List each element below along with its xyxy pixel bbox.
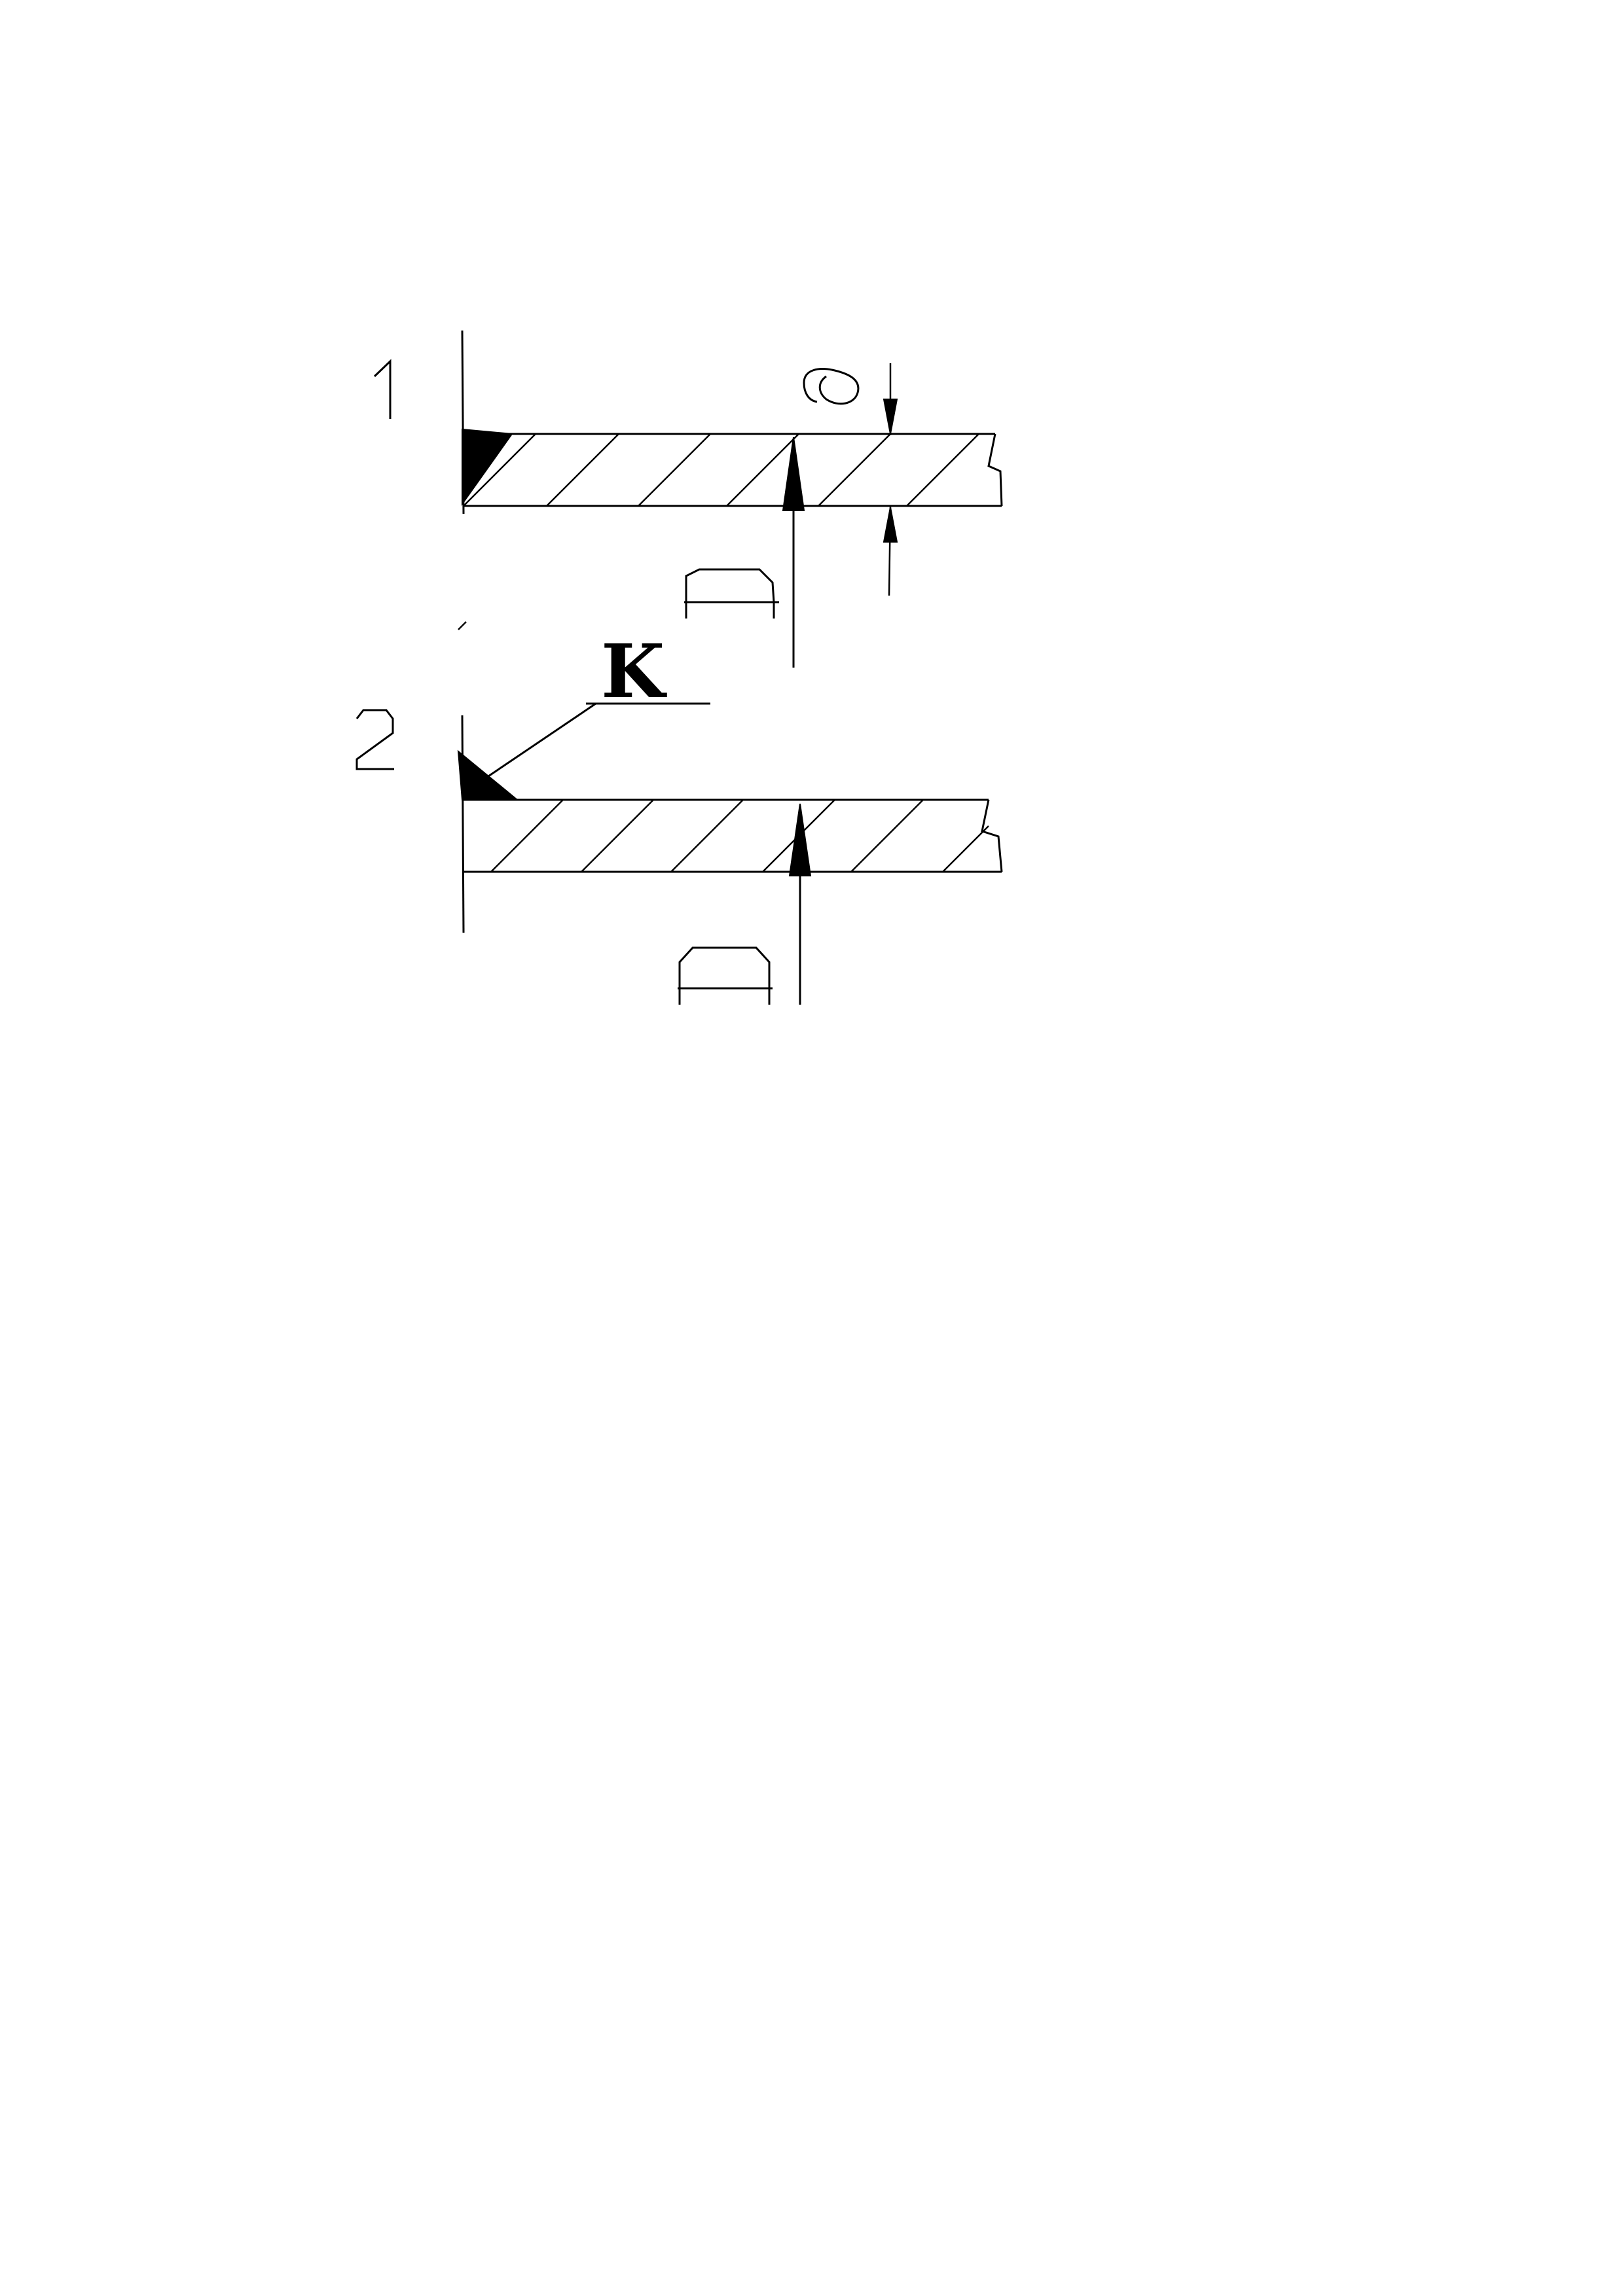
- detail-2-weld-leg-label: K: [601, 629, 667, 715]
- detail-1: 1 D: [373, 330, 1003, 668]
- detail-1-diameter-leader: [782, 437, 805, 668]
- detail-1-diameter-label: D: [684, 568, 779, 619]
- detail-1-thickness-label: δ: [803, 368, 860, 405]
- detail-2-number: 2: [356, 709, 394, 770]
- detail-1-weld-fillet: [462, 428, 513, 507]
- detail-2-weld-leader: [484, 702, 710, 780]
- construction-tick: [458, 621, 467, 630]
- detail-1-number: 1: [373, 359, 392, 419]
- detail-1-hatching: [463, 433, 979, 507]
- detail-2-diameter-leader: [788, 803, 812, 1005]
- detail-2-diameter-label: D: [678, 946, 773, 1005]
- detail-2-wall: [464, 798, 1003, 873]
- detail-2: 2 K: [356, 629, 1003, 1005]
- detail-2-hatching: [490, 799, 989, 872]
- detail-1-wall: [464, 433, 1003, 507]
- detail-1-thickness-dimension: [883, 363, 898, 596]
- detail-2-axis-line: [461, 715, 465, 933]
